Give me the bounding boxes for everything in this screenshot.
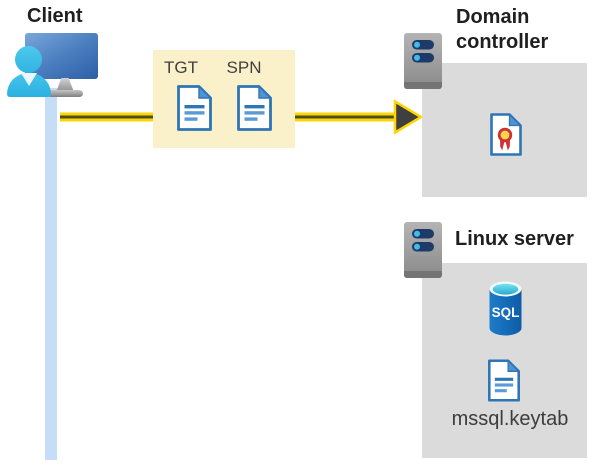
sql-database-icon: SQL (489, 281, 522, 336)
keytab-document-icon (487, 358, 521, 403)
client-title: Client (27, 5, 83, 27)
person-icon (15, 46, 42, 73)
sql-icon-text: SQL (492, 305, 520, 320)
tgt-label: TGT (164, 58, 198, 77)
client-connector-line (45, 88, 57, 460)
monitor-stand-base (47, 90, 83, 97)
monitor-stand-neck (56, 78, 74, 92)
certificate-icon (489, 112, 523, 157)
tgt-document-icon (176, 84, 213, 132)
keytab-file-label: mssql.keytab (451, 408, 569, 430)
domain-controller-title: Domain controller (456, 6, 549, 53)
spn-label: SPN (226, 58, 262, 77)
spn-document-icon (236, 84, 273, 132)
domain-controller-server-icon (404, 33, 442, 89)
linux-server-icon (404, 222, 442, 278)
linux-server-title: Linux server (455, 228, 574, 250)
